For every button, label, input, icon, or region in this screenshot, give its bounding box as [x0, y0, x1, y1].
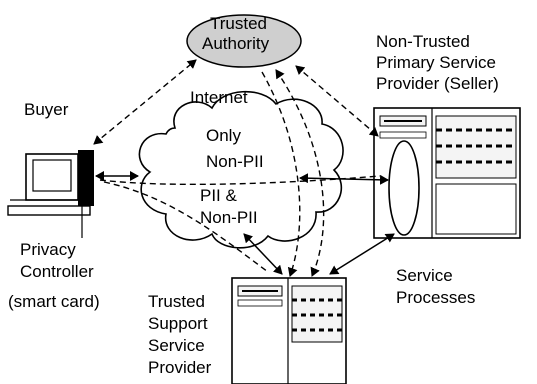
service-process-node: [388, 140, 420, 236]
seller-label-line1: Non-Trusted: [376, 32, 470, 51]
authority-seller-dashed-arrow: [295, 65, 379, 137]
trusted-authority-label-line2: Authority: [202, 34, 270, 53]
trusted-authority-label-line1: Trusted: [210, 14, 268, 33]
seller-label-line3: Provider (Seller): [376, 74, 499, 93]
service-processes-line1: Service: [396, 266, 453, 285]
pii-non-pii-line2: Non-PII: [200, 208, 258, 227]
internet-label: Internet: [190, 88, 248, 107]
trusted-support-line2: Support: [148, 314, 208, 333]
privacy-controller-line2: Controller: [20, 262, 94, 281]
service-support-arrow: [329, 233, 395, 275]
trusted-authority-node: [186, 14, 302, 68]
privacy-controller-line3: (smart card): [8, 292, 100, 311]
trusted-support-line3: Service: [148, 336, 205, 355]
smart-card: [78, 150, 94, 206]
service-processes-line2: Processes: [396, 288, 476, 307]
privacy-controller-line1: Privacy: [20, 240, 76, 259]
buyer-authority-dashed-arrow: [93, 59, 197, 145]
buyer-support-dashed-curve: [103, 181, 269, 273]
authority-support-dashed-arrow: [275, 69, 325, 277]
buyer-seller-dashed-curve: [99, 175, 381, 186]
pii-non-pii-line1: PII &: [200, 186, 237, 205]
support-server: [231, 277, 347, 384]
trusted-support-line1: Trusted: [148, 292, 206, 311]
only-non-pii-line2: Non-PII: [206, 152, 264, 171]
buyer-computer: [7, 153, 91, 216]
seller-label-line2: Primary Service: [376, 53, 496, 72]
only-non-pii-line1: Only: [206, 126, 241, 145]
buyer-label: Buyer: [24, 100, 69, 119]
trusted-support-line4: Provider: [148, 358, 212, 377]
authority-support-dashed-arrow-2: [261, 71, 301, 277]
